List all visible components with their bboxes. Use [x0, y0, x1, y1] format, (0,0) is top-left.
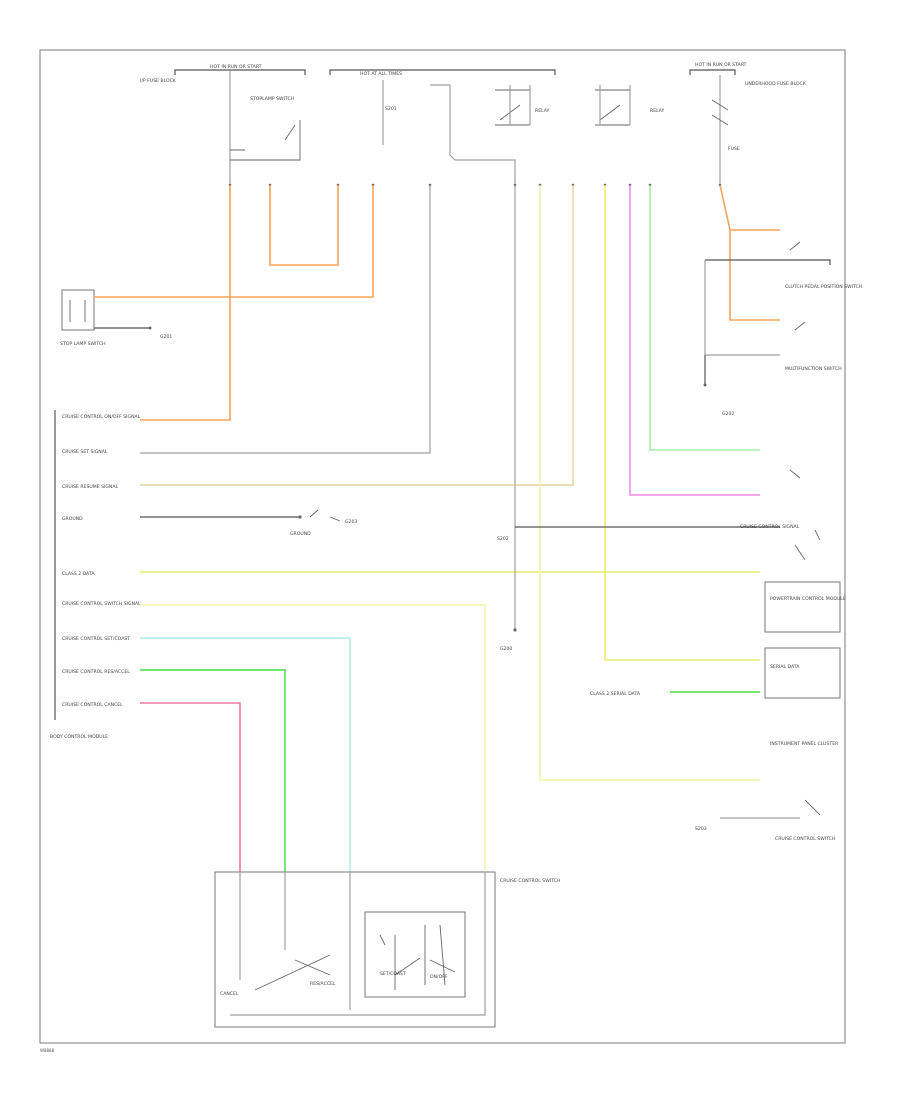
splice-mid-label: S202: [497, 536, 509, 542]
top-left-fuse-block: HOT IN RUN OR START I/P FUSE BLOCK STOPL…: [140, 64, 306, 185]
hot-at-all-times-bus: HOT AT ALL TIMES RELAY RELAY: [329, 69, 665, 185]
wire-purple: [629, 185, 760, 496]
gnd-c-label: G203: [345, 519, 357, 525]
cruise-switch-assembly: CRUISE CONTROL SWITCH CANCEL RES/ACCEL S…: [214, 871, 560, 1028]
wire-long-yellow: [539, 185, 760, 781]
ground-mid-dot: [513, 628, 517, 632]
page-code: W8888: [40, 1048, 55, 1053]
gnd-b-label: G202: [722, 411, 734, 417]
multifunction-label: MULTIFUNCTION SWITCH: [785, 366, 842, 372]
resume-accel-label: RES/ACCEL: [310, 981, 336, 987]
wire-res-accel: [140, 669, 286, 872]
ground-mid-label: G200: [500, 646, 512, 652]
cancel-label: CANCEL: [220, 991, 239, 997]
stop-lamp-switch-label: STOP LAMP SWITCH: [60, 341, 106, 347]
serial-bus-label: CLASS 2 SERIAL DATA: [590, 691, 641, 697]
stop-lamp-switch: STOP LAMP SWITCH G201: [60, 289, 172, 347]
right-switch-group: CLUTCH PEDAL POSITION SWITCH MULTIFUNCTI…: [703, 241, 862, 417]
relay-stoplamp-label: STOPLAMP SWITCH: [250, 96, 294, 102]
hot-in-run-start-right-label: HOT IN RUN OR START: [695, 62, 747, 68]
pcm-label: POWERTRAIN CONTROL MODULE: [770, 596, 846, 602]
relay-left-label: RELAY: [535, 108, 550, 114]
row-label-7: CRUISE CONTROL RES/ACCEL: [62, 669, 130, 675]
ground-symbol: [309, 509, 341, 522]
ground-point: [298, 515, 302, 519]
splice-right-label: S203: [695, 826, 707, 832]
splice-top-label: S201: [385, 106, 397, 112]
hot-in-run-start-left-label: HOT IN RUN OR START: [210, 64, 262, 70]
fuse-right-label: FUSE: [728, 146, 740, 152]
set-coast-label: SET/COAST: [380, 971, 406, 977]
top-right-fuse-block: HOT IN RUN OR START UNDERHOOD FUSE BLOCK…: [689, 62, 807, 185]
row-label-5: CRUISE CONTROL SWITCH SIGNAL: [62, 601, 141, 607]
orange-wire-bcm: [140, 185, 231, 421]
row-label-6: CRUISE CONTROL SET/COAST: [62, 636, 130, 642]
orange-wire-right: [719, 184, 780, 321]
diagram-frame: [39, 49, 846, 1044]
clutch-switch-label: CLUTCH PEDAL POSITION SWITCH: [785, 284, 862, 290]
right-fuse-block-label: UNDERHOOD FUSE BLOCK: [745, 81, 807, 87]
cruise-switch-box: [214, 871, 496, 1028]
wire-resume-signal: [140, 185, 574, 486]
row-label-0: CRUISE CONTROL ON/OFF SIGNAL: [62, 414, 141, 420]
fuse-block-left-label: I/P FUSE BLOCK: [140, 78, 177, 84]
wire-set-coast: [140, 637, 351, 872]
orange-wire-top: [94, 185, 374, 298]
right-components: POWERTRAIN CONTROL MODULE SERIAL DATA IN…: [695, 469, 846, 842]
hot-at-all-times-label: HOT AT ALL TIMES: [360, 71, 402, 77]
cruise-switch-label: CRUISE CONTROL SWITCH: [775, 836, 835, 842]
body-control-module: BODY CONTROL MODULE CRUISE CONTROL ON/OF…: [50, 410, 141, 740]
row-label-2: CRUISE RESUME SIGNAL: [62, 484, 119, 490]
orange-wire-loop: [269, 185, 339, 266]
ipc-label: INSTRUMENT PANEL CLUSTER: [770, 741, 839, 747]
multifunction-bottom-label: CRUISE CONTROL SWITCH: [500, 878, 560, 884]
row-label-1: CRUISE SET SIGNAL: [62, 449, 108, 455]
row-label-4: CLASS 2 DATA: [62, 571, 95, 577]
ground-note: GROUND: [290, 531, 311, 537]
on-off-label: ON/OFF: [430, 974, 448, 980]
gnd-a-label: G201: [160, 334, 172, 340]
top-connector-pins: [228, 183, 722, 187]
wire-ipc-yellow: [604, 185, 760, 661]
wire-cancel: [140, 702, 241, 872]
relay-right-label: RELAY: [650, 108, 665, 114]
bus-label: CRUISE CONTROL SIGNAL: [740, 524, 800, 530]
wire-cruise-switch-signal: [140, 604, 486, 870]
ecm-data-label: SERIAL DATA: [770, 664, 800, 670]
wire-set-signal: [140, 185, 431, 454]
bcm-label: BODY CONTROL MODULE: [50, 734, 108, 740]
row-label-3: GROUND: [62, 516, 83, 522]
wire-light-green: [649, 185, 760, 451]
row-label-8: CRUISE CONTROL CANCEL: [62, 702, 123, 708]
